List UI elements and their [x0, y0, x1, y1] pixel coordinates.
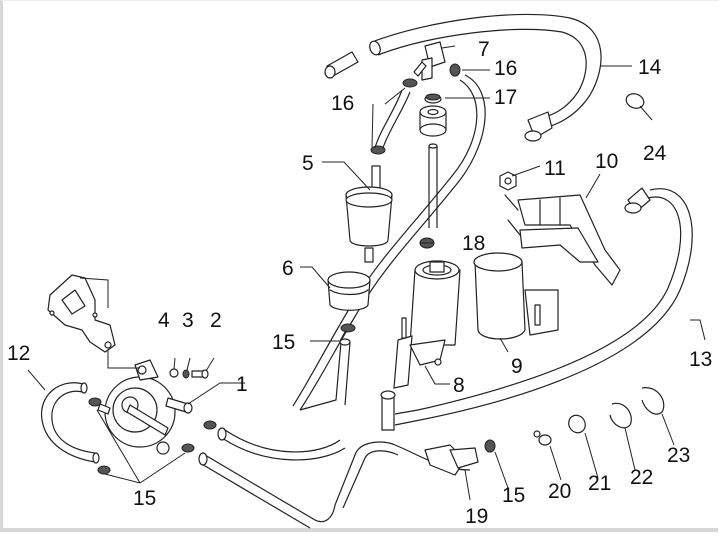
- callout-18: 18: [462, 232, 485, 255]
- callout-9: 9: [511, 355, 523, 378]
- callout-13: 13: [689, 348, 712, 371]
- callout-6: 6: [282, 257, 294, 280]
- part-20-clamp: [533, 430, 552, 446]
- callout-15-right: 15: [502, 484, 525, 507]
- part-22-clamp: [609, 402, 632, 429]
- callout-8: 8: [453, 374, 465, 397]
- hose-16-to-filter: [374, 89, 411, 149]
- hose-13: [380, 187, 693, 431]
- callout-21: 21: [588, 472, 611, 495]
- part-5-fuel-filter: [345, 165, 393, 263]
- callout-17: 17: [494, 86, 517, 109]
- callout-19: 19: [465, 505, 488, 528]
- callout-22: 22: [630, 466, 653, 489]
- part-19-clip: [424, 444, 479, 476]
- callout-14: 14: [638, 56, 662, 79]
- leader-lines: [27, 45, 706, 501]
- tube-fitting: [324, 51, 359, 79]
- short-tube: [299, 338, 351, 411]
- part-1-pump-body: [97, 359, 193, 455]
- part-11-nut: [499, 171, 517, 191]
- callout-1: 1: [236, 373, 248, 396]
- callout-2: 2: [210, 309, 222, 332]
- callout-4: 4: [158, 309, 170, 332]
- part-2-bolt: [191, 369, 209, 379]
- part-23-clamp: [641, 387, 665, 415]
- clamp-16: [370, 63, 461, 155]
- callout-16-left: 16: [331, 92, 354, 115]
- callout-24: 24: [643, 142, 667, 165]
- part-3-washer: [182, 369, 190, 379]
- mounting-plate: [47, 274, 140, 369]
- callout-7: 7: [478, 38, 490, 61]
- part-6-bracket: [327, 271, 371, 311]
- clamp-15-mid: [340, 323, 356, 333]
- part-8-fuel-pump: [393, 260, 461, 389]
- callout-11: 11: [544, 157, 566, 180]
- callout-15-pump: 15: [133, 487, 156, 510]
- part-21-clamp: [568, 414, 586, 434]
- lower-hoses: [198, 427, 471, 529]
- clamp-15-right: [484, 439, 496, 453]
- callout-labels: 1 2 3 4 5 6 7 8 9 10 11 12 13 14 15 15 1…: [7, 38, 712, 528]
- hose-14: [369, 13, 602, 142]
- callout-3: 3: [182, 309, 194, 332]
- part-9-holder: [473, 252, 559, 340]
- part-7-valve: [413, 41, 446, 81]
- part-17-ring: [424, 93, 442, 104]
- callout-15-filter: 15: [272, 331, 295, 354]
- vertical-tube: [428, 143, 438, 228]
- hose-12: [40, 382, 100, 464]
- part-24-clamp: [625, 93, 645, 109]
- long-thin-hose: [292, 74, 486, 411]
- callout-12: 12: [7, 342, 30, 365]
- part-10-bracket: [504, 194, 621, 286]
- part-4-washer: [169, 368, 179, 378]
- clamps-15-left: [88, 397, 217, 475]
- callout-23: 23: [667, 444, 690, 467]
- callout-10: 10: [595, 150, 618, 173]
- callout-16-right: 16: [494, 57, 517, 80]
- spacer: [419, 105, 447, 137]
- callout-5: 5: [302, 152, 314, 175]
- callout-20: 20: [548, 480, 571, 503]
